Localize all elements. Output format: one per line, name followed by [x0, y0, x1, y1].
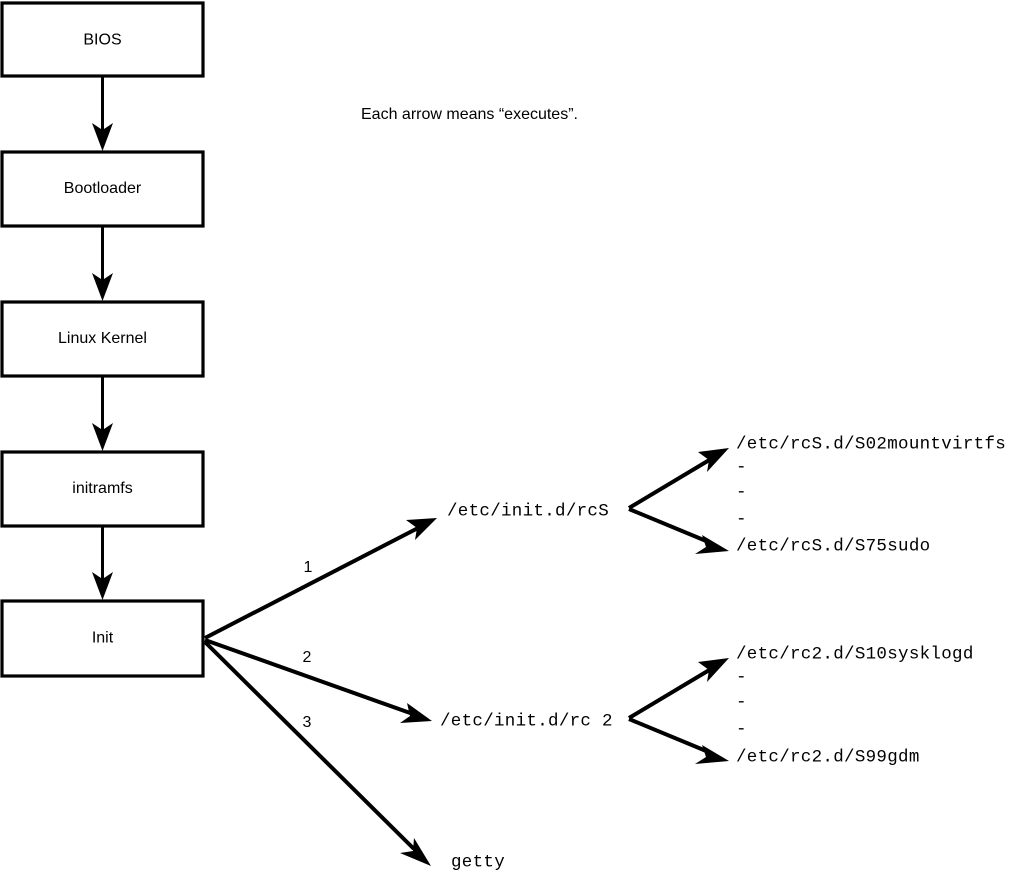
edge-number-1: 1: [304, 559, 313, 576]
node-bios[interactable]: BIOS: [0, 1, 205, 78]
arrow-bios-to-bootloader: [92, 76, 113, 151]
bootloader-label: Bootloader: [64, 180, 142, 197]
arrow-init-to-getty: [203, 640, 431, 866]
node-bootloader[interactable]: Bootloader: [0, 150, 205, 228]
rcs-ellipsis-dash-2: -: [736, 483, 747, 503]
bootloader-box[interactable]: [0, 150, 205, 228]
rc2-ellipsis-dash-3: -: [736, 720, 747, 740]
bios-label: BIOS: [83, 32, 121, 49]
arrow-initramfs-to-init: [92, 526, 113, 600]
rcs-child-last: /etc/rcS.d/S75sudo: [736, 537, 930, 557]
bios-box[interactable]: [0, 1, 205, 78]
rcs-ellipsis-dash-1: -: [736, 458, 747, 478]
edge-number-3: 3: [303, 714, 312, 731]
rc2-child-first: /etc/rc2.d/S10sysklogd: [736, 645, 974, 665]
rc2-ellipsis-dash-1: -: [736, 668, 747, 688]
initramfs-box[interactable]: [0, 450, 205, 528]
rc2-ellipsis-dash-2: -: [736, 693, 747, 713]
arrow-rc2-to-first-child: [627, 658, 729, 720]
init-box[interactable]: [0, 599, 205, 678]
arrow-bootloader-to-kernel: [92, 226, 113, 301]
arrow-init-to-rc2: [204, 638, 432, 723]
arrow-rc2-to-last-child: [628, 717, 729, 764]
script-label-rc2: /etc/init.d/rc 2: [440, 712, 613, 732]
rcs-ellipsis-dash-3: -: [736, 510, 747, 530]
arrow-rcs-to-last-child: [628, 507, 729, 554]
script-label-rcs: /etc/init.d/rcS: [447, 502, 609, 522]
rcs-child-first: /etc/rcS.d/S02mountvirtfs: [736, 435, 1006, 455]
init-label: Init: [92, 630, 114, 647]
arrow-rcs-to-first-child: [627, 448, 729, 510]
node-init[interactable]: Init: [0, 599, 205, 678]
edge-number-2: 2: [303, 649, 312, 666]
arrow-kernel-to-initramfs: [92, 376, 113, 451]
arrow-init-to-rcs: [204, 518, 437, 640]
node-initramfs[interactable]: initramfs: [0, 450, 205, 528]
linux-kernel-label: Linux Kernel: [58, 330, 147, 347]
initramfs-label: initramfs: [72, 480, 132, 497]
node-linux-kernel[interactable]: Linux Kernel: [0, 300, 205, 378]
rc2-child-last: /etc/rc2.d/S99gdm: [736, 748, 920, 768]
script-label-getty: getty: [451, 853, 505, 873]
diagram-caption: Each arrow means “executes”.: [361, 106, 578, 123]
